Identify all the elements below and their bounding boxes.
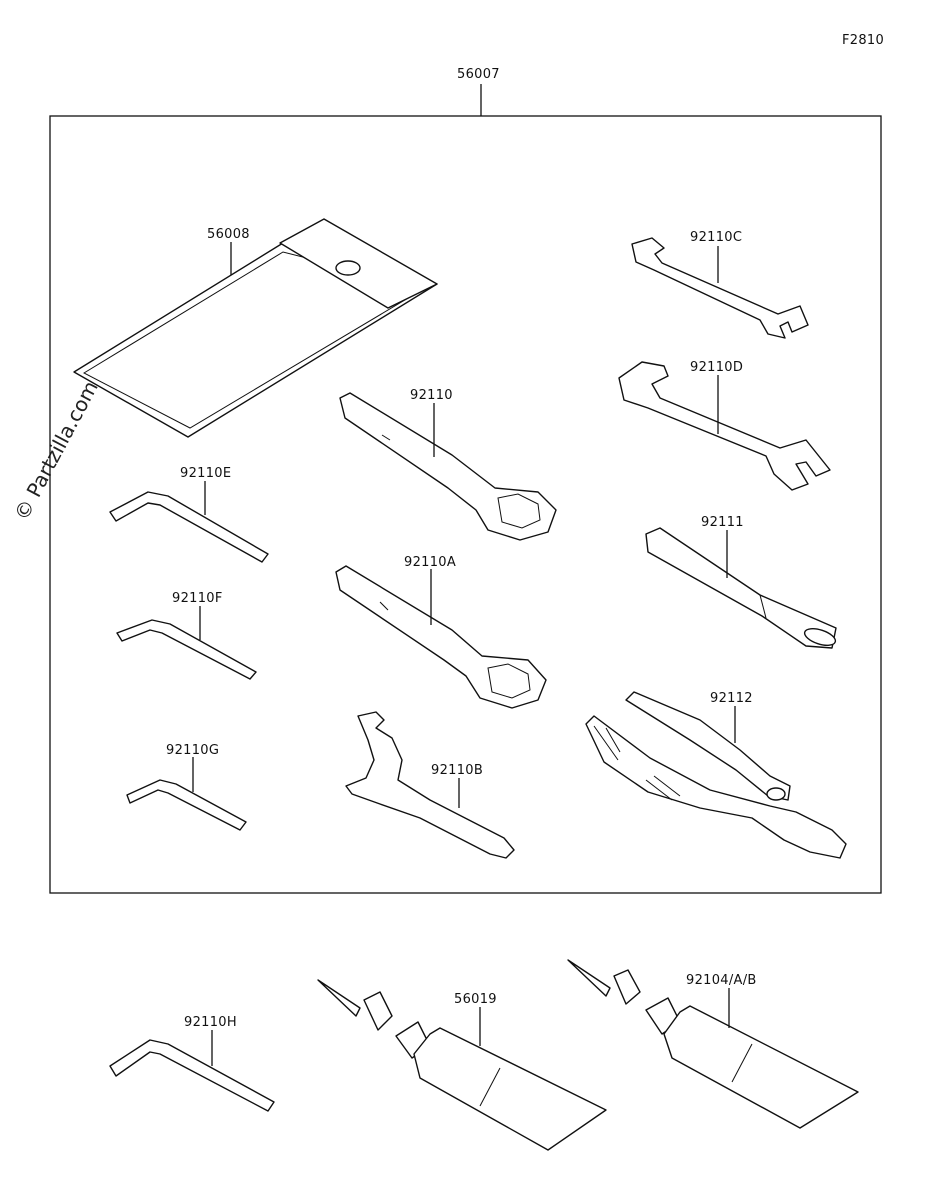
hex-key-92110G[interactable]	[126, 779, 247, 831]
open-wrench-92110D[interactable]	[618, 361, 831, 491]
hex-key-92110H[interactable]	[109, 1039, 275, 1112]
handle-bar-92111[interactable]	[645, 527, 837, 649]
box-wrench-92110A[interactable]	[335, 565, 547, 709]
diagram-id: F2810	[842, 33, 884, 48]
hex-key-92110F[interactable]	[116, 619, 257, 680]
label-92110G[interactable]: 92110G	[166, 743, 219, 758]
label-92110D[interactable]: 92110D	[690, 360, 743, 375]
label-92110A[interactable]: 92110A	[404, 555, 456, 570]
label-92110C[interactable]: 92110C	[690, 230, 742, 245]
assembly-label[interactable]: 56007	[457, 67, 500, 82]
label-92111[interactable]: 92111	[701, 515, 744, 530]
open-wrench-92110C[interactable]	[631, 237, 809, 339]
label-56008[interactable]: 56008	[207, 227, 250, 242]
tool-bag-56008[interactable]	[73, 218, 438, 438]
box-wrench-92110[interactable]	[339, 392, 557, 541]
label-92110F[interactable]: 92110F	[172, 591, 223, 606]
tool-kit-frame	[49, 115, 882, 894]
label-92110H[interactable]: 92110H	[184, 1015, 237, 1030]
label-92110[interactable]: 92110	[410, 388, 453, 403]
label-92110E[interactable]: 92110E	[180, 466, 231, 481]
label-92112[interactable]: 92112	[710, 691, 753, 706]
label-92110B[interactable]: 92110B	[431, 763, 483, 778]
label-56019[interactable]: 56019	[454, 992, 497, 1007]
hex-key-92110E[interactable]	[109, 491, 269, 563]
watermark: © Partzilla.com	[9, 377, 103, 525]
pliers-92112[interactable]	[585, 691, 847, 859]
label-92104[interactable]: 92104/A/B	[686, 973, 757, 988]
grease-tube-56019[interactable]	[317, 979, 607, 1151]
grease-tube-92104[interactable]	[567, 959, 859, 1129]
hook-spanner-92110B[interactable]	[345, 711, 515, 859]
